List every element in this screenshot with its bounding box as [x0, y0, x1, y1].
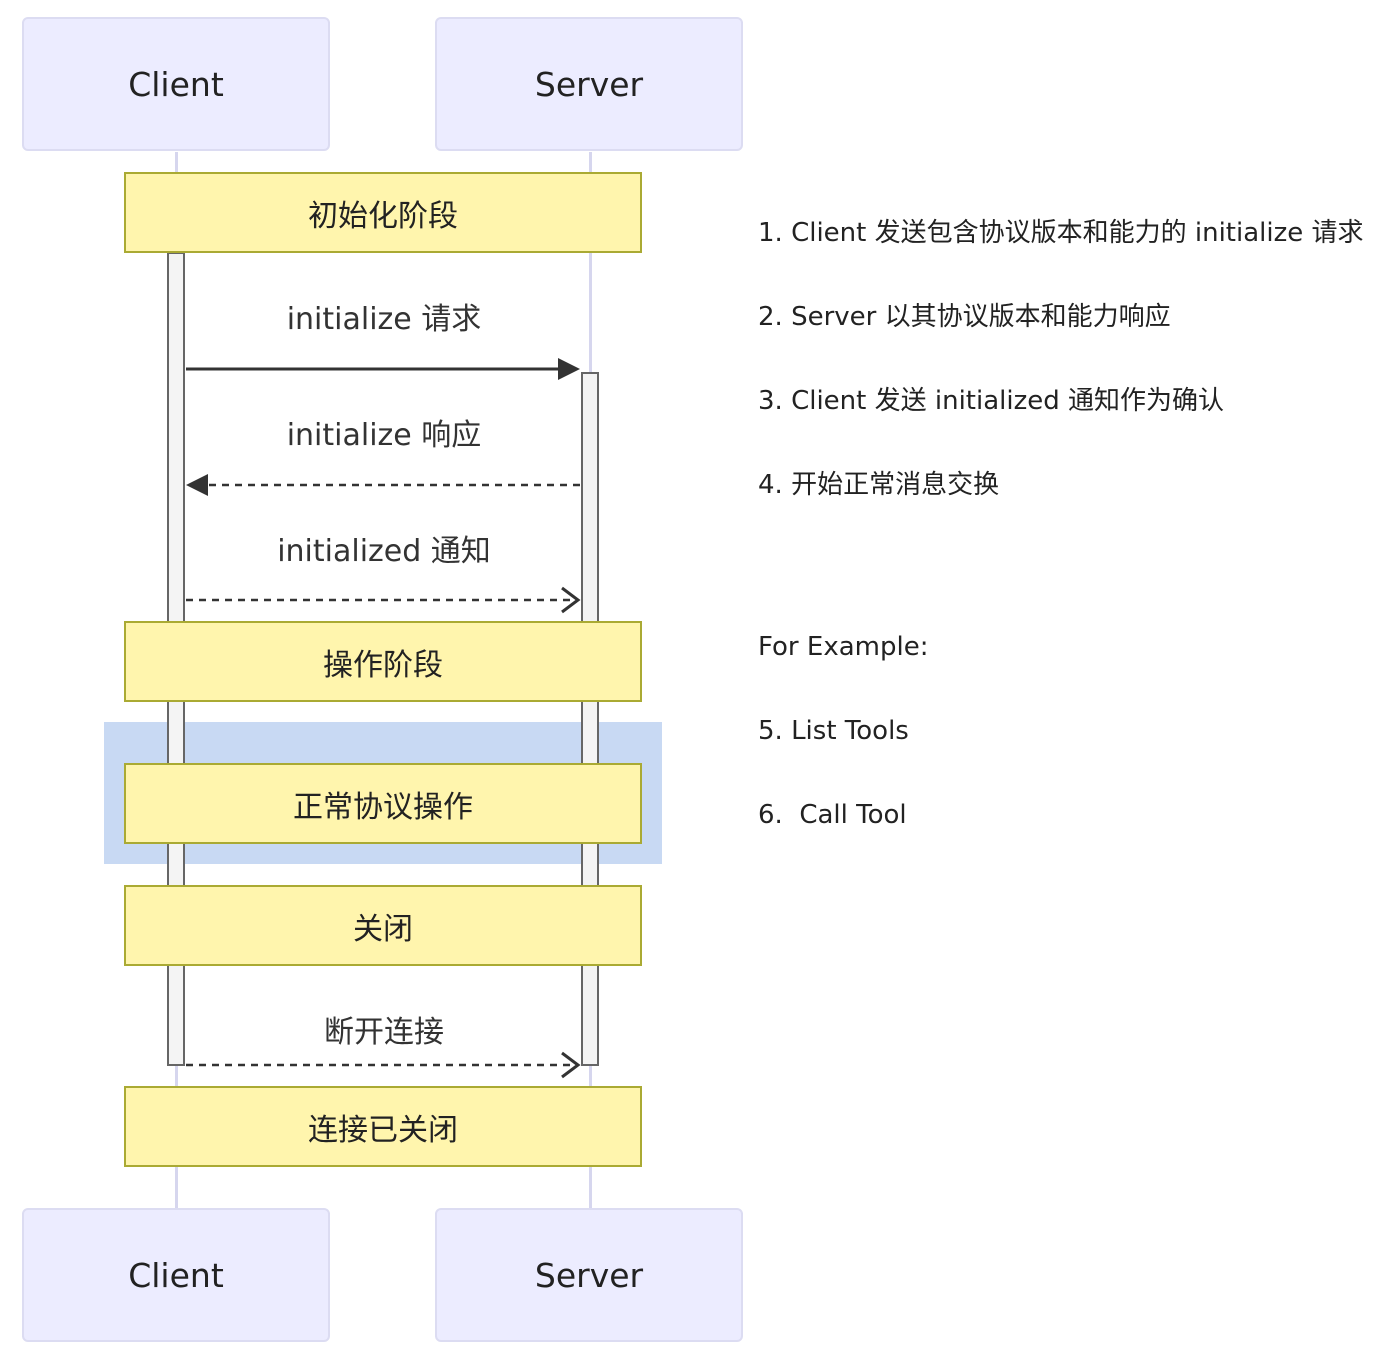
note-close-label: 关闭: [353, 911, 413, 947]
note-init-phase: 初始化阶段: [124, 172, 642, 253]
side-note-step-2: 2. Server 以其协议版本和能力响应: [758, 302, 1171, 332]
side-note-step-3: 3. Client 发送 initialized 通知作为确认: [758, 386, 1225, 416]
arrowhead-init-response: [186, 474, 208, 496]
note-operation-phase: 操作阶段: [124, 621, 642, 702]
side-note-step-1: 1. Client 发送包含协议版本和能力的 initialize 请求: [758, 218, 1364, 248]
client-participant-label: Client: [128, 64, 224, 104]
note-normal-operations: 正常协议操作: [124, 763, 642, 844]
client-participant-top: Client: [22, 17, 330, 151]
note-normal-operations-label: 正常协议操作: [293, 789, 473, 825]
arrowhead-initialized-notify: [561, 586, 581, 614]
side-note-step-6: 6. Call Tool: [758, 800, 907, 830]
server-participant-label: Server: [534, 1255, 644, 1295]
server-participant-label: Server: [534, 64, 644, 104]
note-close: 关闭: [124, 885, 642, 966]
server-participant-bottom: Server: [435, 1208, 743, 1342]
message-label-disconnect: 断开连接: [324, 1015, 444, 1050]
message-label-init-response: initialize 响应: [286, 418, 482, 453]
message-label-initialized-notify: initialized 通知: [277, 534, 491, 569]
side-note-example-heading: For Example:: [758, 632, 929, 662]
server-participant-top: Server: [435, 17, 743, 151]
message-label-init-request: initialize 请求: [286, 302, 482, 337]
note-connection-closed-label: 连接已关闭: [308, 1112, 458, 1148]
note-init-phase-label: 初始化阶段: [308, 198, 458, 234]
client-participant-label: Client: [128, 1255, 224, 1295]
note-operation-phase-label: 操作阶段: [323, 647, 443, 683]
note-connection-closed: 连接已关闭: [124, 1086, 642, 1167]
client-participant-bottom: Client: [22, 1208, 330, 1342]
side-note-step-5: 5. List Tools: [758, 716, 909, 746]
arrowhead-disconnect: [561, 1051, 581, 1079]
side-note-step-4: 4. 开始正常消息交换: [758, 470, 1000, 500]
arrowhead-init-request: [558, 358, 580, 380]
